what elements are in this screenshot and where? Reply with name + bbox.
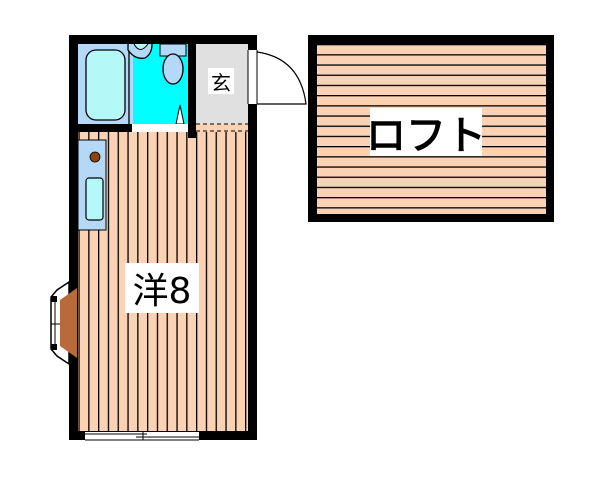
genkan-wall: [188, 44, 196, 138]
toilet-icon: [162, 53, 184, 85]
western-room-label: 洋8: [125, 263, 199, 313]
entrance-door-swing: [256, 51, 307, 105]
bathtub: [85, 49, 126, 121]
entrance-door-opening: [248, 50, 257, 104]
main-unit: [50, 35, 307, 441]
genkan-label: 玄: [208, 68, 234, 95]
loft-label: ロフト: [366, 108, 486, 159]
south-window: [85, 432, 199, 441]
stove-icon: [89, 151, 101, 163]
kitchen-sink-icon: [85, 177, 104, 221]
bay-window: [50, 280, 77, 366]
bath-threshold: [132, 124, 192, 132]
sink-icon: [127, 43, 153, 59]
